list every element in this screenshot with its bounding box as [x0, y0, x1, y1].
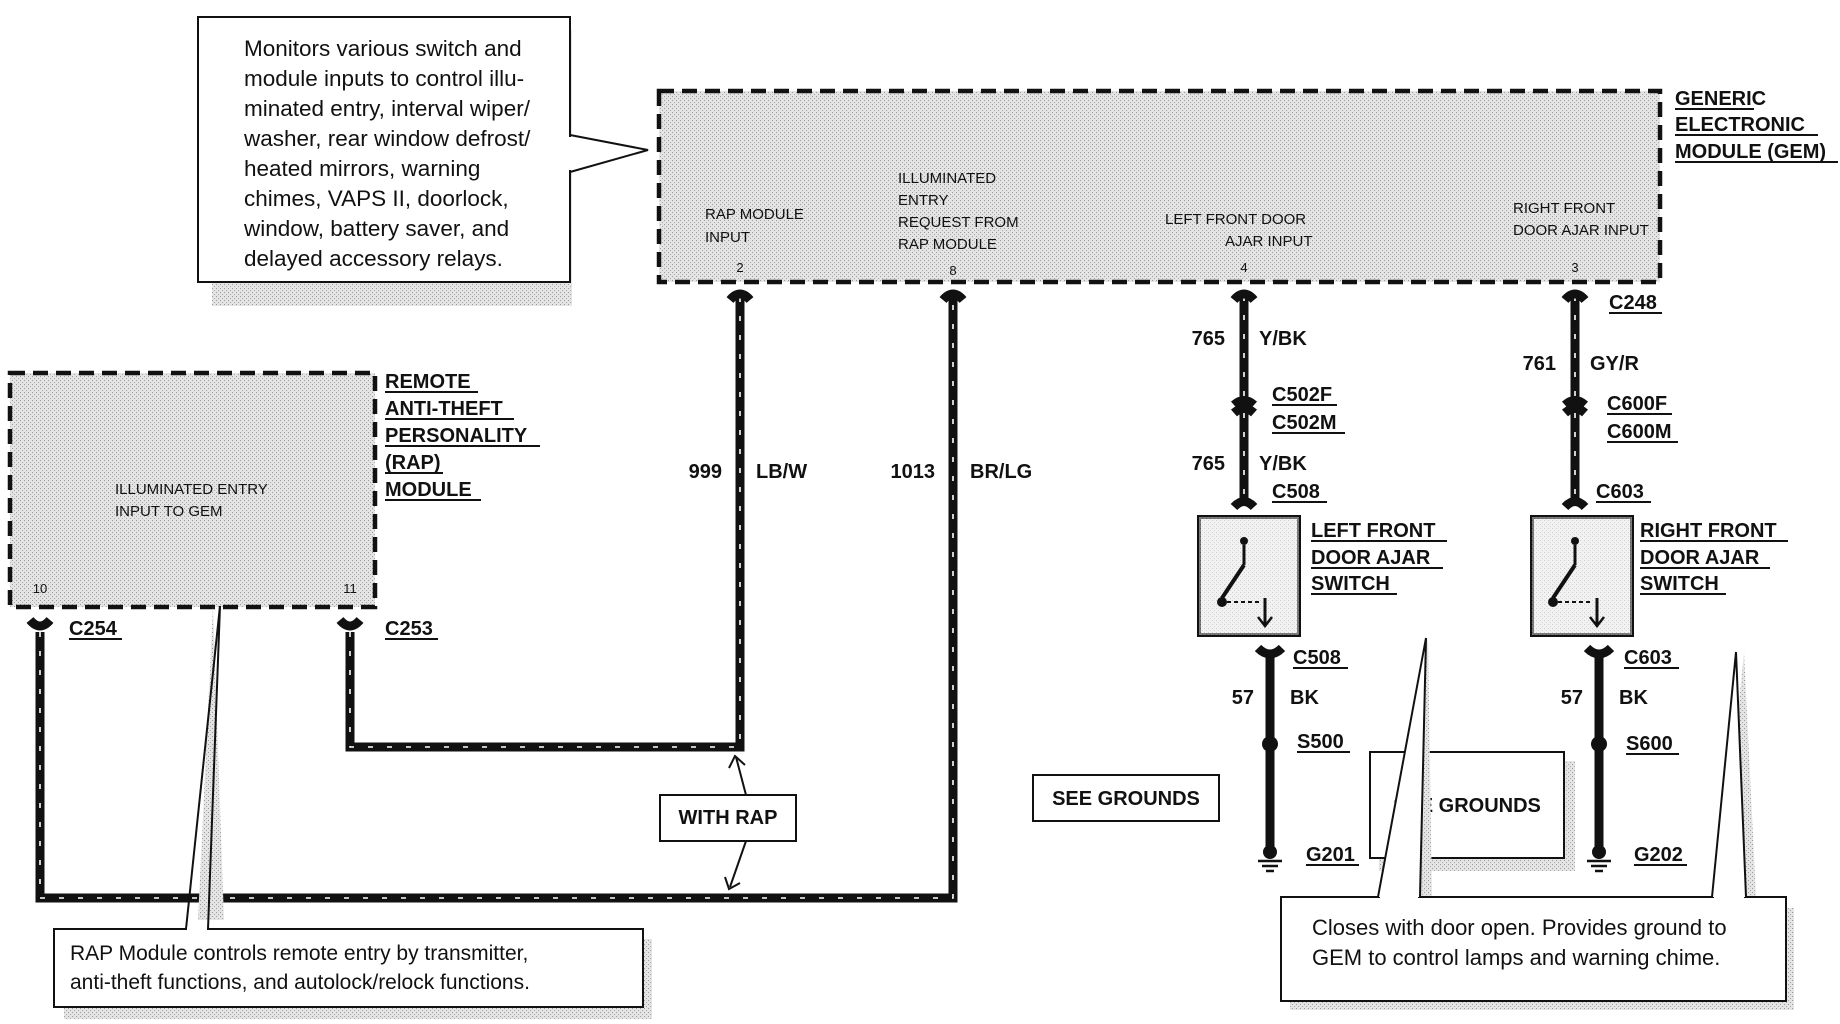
connector-label: C253: [385, 618, 433, 640]
gem-callout-line: chimes, VAPS II, doorlock,: [244, 186, 509, 211]
gem-callout-line: window, battery saver, and: [243, 216, 509, 241]
splice-label: S500: [1297, 731, 1344, 753]
wire-circuit-number: 57: [1561, 687, 1583, 709]
rap-pin-number: 11: [343, 581, 357, 596]
wire-color: BK: [1619, 687, 1648, 709]
right-door-ajar-switch: [1530, 515, 1634, 637]
left-door-switch-title: LEFT FRONT DOOR AJAR SWITCH: [1311, 520, 1441, 595]
wire-harness: [26, 289, 1615, 903]
ground-symbol-icon: [1258, 845, 1282, 873]
connector-label: C248: [1609, 292, 1657, 314]
rap-callout: RAP Module controls remote entry by tran…: [53, 605, 652, 1019]
switch-contact-icon: [1217, 537, 1273, 629]
gem-callout: Monitors various switch and module input…: [197, 16, 649, 306]
wire-circuit-number: 765: [1192, 453, 1225, 475]
ground-label: G202: [1634, 844, 1683, 866]
switch-callout-text: Closes with door open. Provides ground t…: [1312, 915, 1733, 970]
wire-color: Y/BK: [1259, 328, 1307, 350]
switch-callout: Closes with door open. Provides ground t…: [1280, 637, 1794, 1010]
connector-label: C508: [1272, 481, 1320, 503]
wire-circuit-number: 1013: [891, 461, 936, 483]
gem-callout-line: Monitors various switch and: [244, 36, 522, 61]
wire-color: BK: [1290, 687, 1319, 709]
see-grounds-label: SEE GROUNDS: [1032, 774, 1220, 822]
connector-label: C603: [1624, 647, 1672, 669]
splice-label: S600: [1626, 733, 1673, 755]
left-door-ajar-switch: [1197, 515, 1301, 637]
wire-color: LB/W: [756, 461, 807, 483]
connector-label: C600F C600M: [1607, 393, 1673, 443]
gem-pin-number: 4: [1240, 260, 1247, 275]
connector-label: C254: [69, 618, 118, 640]
gem-callout-line: washer, rear window defrost/: [243, 126, 531, 151]
wire-color: Y/BK: [1259, 453, 1307, 475]
gem-title: GENERIC ELECTRONIC MODULE (GEM): [1675, 88, 1826, 163]
connector-label: C603: [1596, 481, 1644, 503]
with-rap-label: WITH RAP: [659, 754, 797, 891]
gem-pin-label-rf-door: RIGHT FRONT DOOR AJAR INPUT: [1513, 200, 1649, 239]
wire-circuit-number: 765: [1192, 328, 1225, 350]
svg-text:SEE GROUNDS: SEE GROUNDS: [1052, 788, 1200, 810]
gem-pin-number: 3: [1571, 260, 1578, 275]
gem-callout-text: Monitors various switch and module input…: [243, 36, 537, 271]
with-rap-text: WITH RAP: [679, 807, 778, 829]
wire-color: GY/R: [1590, 353, 1639, 375]
gem-callout-line: heated mirrors, warning: [244, 156, 480, 181]
gem-pin-label-rap-input: RAP MODULE INPUT: [705, 206, 808, 246]
ground-symbol-icon: [1587, 845, 1611, 873]
rap-pin-number: 10: [33, 581, 47, 596]
gem-pin-number: 8: [949, 263, 956, 278]
rap-inner-label: ILLUMINATED ENTRY INPUT TO GEM: [115, 481, 272, 520]
right-door-switch-title: RIGHT FRONT DOOR AJAR SWITCH: [1640, 520, 1782, 595]
wire-color: BR/LG: [970, 461, 1032, 483]
connector-label: C502F C502M: [1272, 384, 1338, 434]
switch-contact-icon: [1548, 537, 1605, 629]
gem-callout-line: module inputs to control illu-: [244, 66, 524, 91]
ground-label: G201: [1306, 844, 1355, 866]
gem-callout-line: minated entry, interval wiper/: [244, 96, 531, 121]
rap-callout-text: RAP Module controls remote entry by tran…: [70, 942, 534, 994]
rap-title: REMOTE ANTI-THEFT PERSONALITY (RAP) MODU…: [385, 371, 532, 501]
gem-pin-number: 2: [736, 260, 743, 275]
wire-circuit-number: 761: [1523, 353, 1556, 375]
wire-circuit-number: 999: [689, 461, 722, 483]
connector-label: C508: [1293, 647, 1341, 669]
gem-pin-label-illum-request: ILLUMINATED ENTRY REQUEST FROM RAP MODUL…: [898, 170, 1023, 253]
gem-pin-label-lf-door: LEFT FRONT DOOR AJAR INPUT: [1165, 211, 1313, 250]
gem-module: RAP MODULE INPUT ILLUMINATED ENTRY REQUE…: [656, 88, 1663, 285]
wire-circuit-number: 57: [1232, 687, 1254, 709]
gem-callout-line: delayed accessory relays.: [244, 246, 503, 271]
rap-module: ILLUMINATED ENTRY INPUT TO GEM 10 11: [7, 370, 378, 610]
